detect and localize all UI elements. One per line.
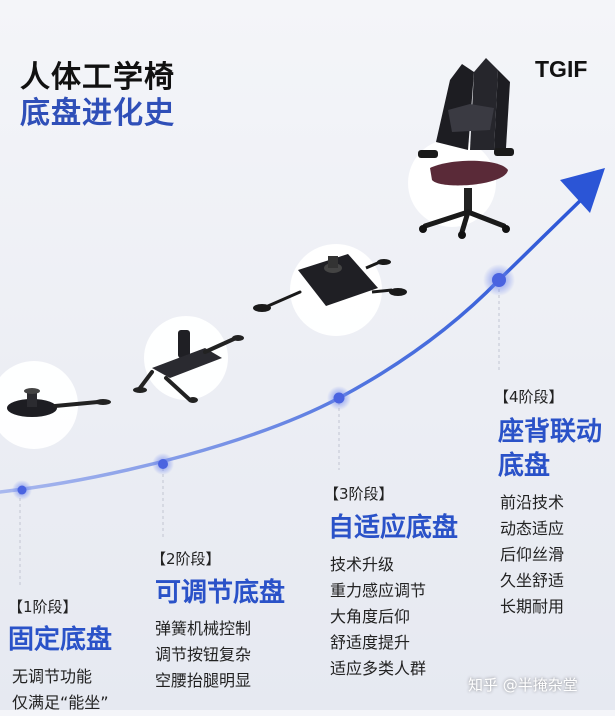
stage-3-label: 【3阶段】: [324, 485, 394, 503]
stage-dots: [12, 264, 515, 500]
stage-1-label: 【1阶段】: [8, 598, 78, 616]
stage-3-feature: 重力感应调节: [330, 581, 427, 600]
stage-3-features: 技术升级 重力感应调节 大角度后仰 舒适度提升 适应多类人群: [330, 552, 426, 682]
stage-3-feature: 技术升级: [330, 555, 395, 574]
stage-4-feature: 长期耐用: [500, 597, 565, 616]
brand-label: TGIF: [535, 56, 588, 82]
stage-4-feature: 前沿技术: [500, 493, 565, 512]
title-line-1: 人体工学椅: [20, 60, 175, 95]
stage-3-feature: 适应多类人群: [330, 659, 427, 678]
stage-4-feature: 后仰丝滑: [500, 545, 565, 564]
fixed-base-illustration: [7, 388, 111, 417]
stage-3-feature: 大角度后仰: [330, 607, 411, 626]
stage-3-feature: 舒适度提升: [330, 633, 411, 652]
stage-4-title-line-2: 底盘: [498, 451, 551, 481]
stage-1-feature: 无调节功能: [12, 667, 93, 686]
stage-2-features: 弹簧机械控制 调节按钮复杂 空腰抬腿明显: [155, 616, 251, 694]
stage-2-label: 【2阶段】: [151, 550, 221, 568]
title-line-2: 底盘进化史: [20, 96, 175, 131]
stage-2-feature: 弹簧机械控制: [155, 619, 252, 638]
stage-4-feature: 久坐舒适: [500, 571, 565, 590]
growth-curve: [0, 194, 587, 494]
stage-4-title-line-1: 座背联动: [498, 417, 603, 447]
stage-2-title: 可调节底盘: [155, 578, 286, 608]
stage-4-label: 【4阶段】: [494, 388, 564, 406]
stage-4-feature: 动态适应: [500, 519, 565, 538]
chair-illustration: [418, 58, 514, 239]
stage-3-title: 自适应底盘: [328, 513, 459, 543]
stage-1-features: 无调节功能 仅满足“能坐”: [12, 664, 109, 716]
stage-2-feature: 调节按钮复杂: [155, 645, 252, 664]
stage-1-feature: 仅满足“能坐”: [12, 693, 109, 712]
adjustable-base-illustration: [133, 330, 244, 403]
watermark: 知乎 @半掩杂堂: [468, 676, 578, 694]
adaptive-base-illustration: [253, 254, 407, 312]
arrow-head: [560, 168, 605, 213]
stage-4-features: 前沿技术 动态适应 后仰丝滑 久坐舒适 长期耐用: [500, 490, 564, 620]
stage-1-title: 固定底盘: [8, 625, 113, 655]
dashed-leaders: [19, 283, 500, 585]
stage-2-feature: 空腰抬腿明显: [155, 671, 252, 690]
